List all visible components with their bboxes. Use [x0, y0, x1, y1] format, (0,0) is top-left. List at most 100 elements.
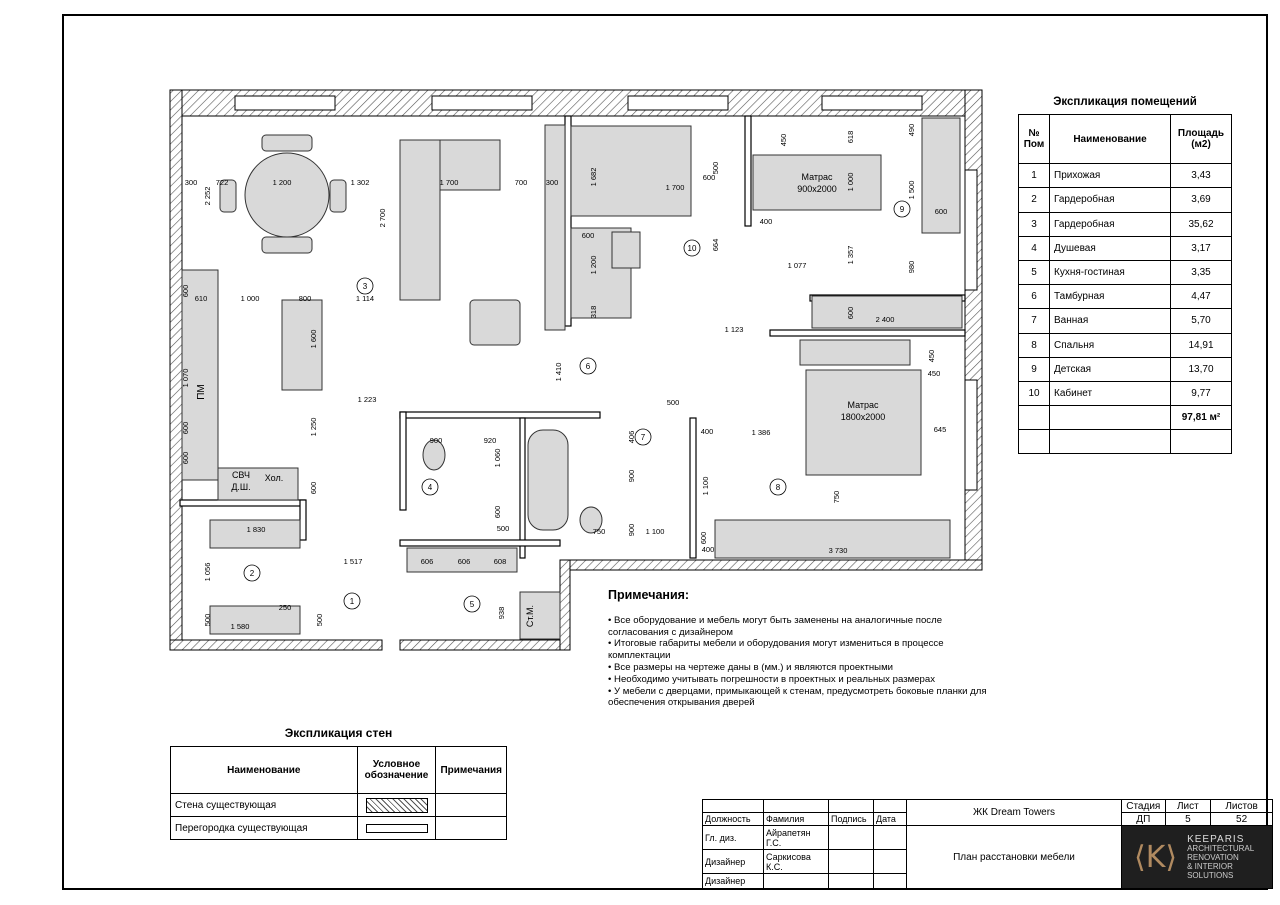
dimension-label: 500 [497, 524, 510, 533]
notes-title: Примечания: [608, 588, 690, 602]
partition [399, 539, 561, 547]
partition [689, 417, 697, 559]
date-header: Дата [873, 812, 907, 826]
room-number: 4 [428, 483, 433, 492]
dimension-label: 1 077 [788, 261, 807, 270]
dimension-label: 1 200 [273, 178, 292, 187]
walls-col-notes: Примечания [435, 746, 507, 794]
room-name: Спальня [1049, 332, 1171, 358]
dimension-label: 406 [627, 431, 636, 444]
dimension-label: 750 [593, 527, 606, 536]
logo-sub: ARCHITECTURAL [1187, 843, 1255, 853]
room-num: 6 [1018, 284, 1050, 310]
dimension-label: 300 [185, 178, 198, 187]
room-num: 2 [1018, 187, 1050, 213]
stage-value: ДП [1121, 812, 1166, 826]
chair [611, 231, 641, 269]
col-name: Наименование [1049, 114, 1171, 165]
wardrobe [209, 519, 301, 549]
dimension-label: 2 252 [203, 187, 212, 206]
dimension-label: 1 223 [358, 395, 377, 404]
sheets-header: Листов [1210, 799, 1273, 813]
note-item: • Все оборудование и мебель могут быть з… [608, 614, 943, 638]
role: Гл. диз. [702, 824, 764, 851]
room-num: 3 [1018, 211, 1050, 237]
dimension-label: 700 [515, 178, 528, 187]
sheet-title: План расстановки мебели [906, 825, 1122, 889]
dimension-label: 2 700 [378, 209, 387, 228]
wall-step [559, 559, 571, 651]
fridge [217, 467, 299, 501]
dimension-label: 800 [299, 294, 312, 303]
title-block: ЖК Dream Towers Стадия Лист Листов Должн… [702, 799, 1273, 889]
dimension-label: 600 [181, 452, 190, 465]
room-name: Гардеробная [1049, 187, 1171, 213]
room-name: Гардеробная [1049, 211, 1171, 237]
dimension-label: 920 [484, 436, 497, 445]
room-area: 3,17 [1170, 235, 1232, 261]
sheet-value: 5 [1164, 812, 1212, 826]
wall-type-name: Перегородка существующая [170, 816, 358, 840]
window [964, 379, 978, 491]
dimension-label: 1 100 [701, 477, 710, 496]
dimension-label: 250 [279, 603, 292, 612]
room-name: Детская [1049, 356, 1171, 382]
room-area: 5,70 [1170, 308, 1232, 334]
room-num: 9 [1018, 356, 1050, 382]
hatch-swatch [365, 797, 428, 813]
appliance-label: ПМ [196, 384, 207, 400]
wall-bottom-mid [399, 639, 571, 651]
dimension-label: 600 [181, 422, 190, 435]
partition [179, 499, 306, 507]
partition [299, 499, 307, 541]
role: Дизайнер [702, 873, 764, 889]
dimension-label: 400 [760, 217, 773, 226]
room-name: Прихожая [1049, 163, 1171, 189]
armchair [469, 299, 521, 346]
room-name: Кухня-гостиная [1049, 259, 1171, 286]
dimension-label: 1 700 [440, 178, 459, 187]
dimension-label: 1 000 [846, 173, 855, 192]
room-number: 9 [900, 205, 905, 214]
col-num: № Пом [1018, 114, 1050, 165]
logo-sub: & INTERIOR [1187, 861, 1233, 871]
room-number: 1 [350, 597, 355, 606]
toilet [422, 439, 446, 471]
room-marker [634, 428, 652, 446]
room-marker [463, 595, 481, 613]
dimension-label: 938 [497, 607, 506, 620]
room-area: 3,69 [1170, 187, 1232, 213]
walls-table: Экспликация стен Наименование Условное о… [170, 722, 507, 840]
dimension-label: 500 [203, 614, 212, 627]
bed-label: Матрас [801, 172, 833, 182]
note-item: • У мебели с дверцами, примыкающей к сте… [608, 685, 987, 709]
sofa [399, 139, 441, 301]
dimension-label: 600 [309, 482, 318, 495]
dimension-label: 300 [546, 178, 559, 187]
dimension-label: 1 830 [247, 525, 266, 534]
partition [399, 411, 407, 511]
room-name: Душевая [1049, 235, 1171, 261]
room-num: 1 [1018, 163, 1050, 189]
note-item: • Итоговые габариты мебели и оборудовани… [608, 638, 944, 662]
stage-header: Стадия [1121, 799, 1166, 813]
dimension-label: 1 114 [356, 294, 374, 303]
wall-bottom-left [169, 639, 383, 651]
bed-big [805, 369, 922, 476]
room-area: 9,77 [1170, 380, 1232, 407]
dimension-label: 750 [832, 491, 841, 504]
partition [744, 115, 752, 227]
dimension-label: 490 [907, 124, 916, 137]
plain-swatch [365, 823, 428, 833]
room-area: 14,91 [1170, 332, 1232, 358]
dimension-label: 1 000 [241, 294, 260, 303]
dimension-label: 400 [701, 427, 714, 436]
note-item: • Необходимо учитывать погрешности в про… [608, 673, 935, 685]
room-marker [893, 200, 911, 218]
walls-table-title: Экспликация стен [284, 726, 393, 740]
dimension-label: 606 [421, 557, 434, 566]
